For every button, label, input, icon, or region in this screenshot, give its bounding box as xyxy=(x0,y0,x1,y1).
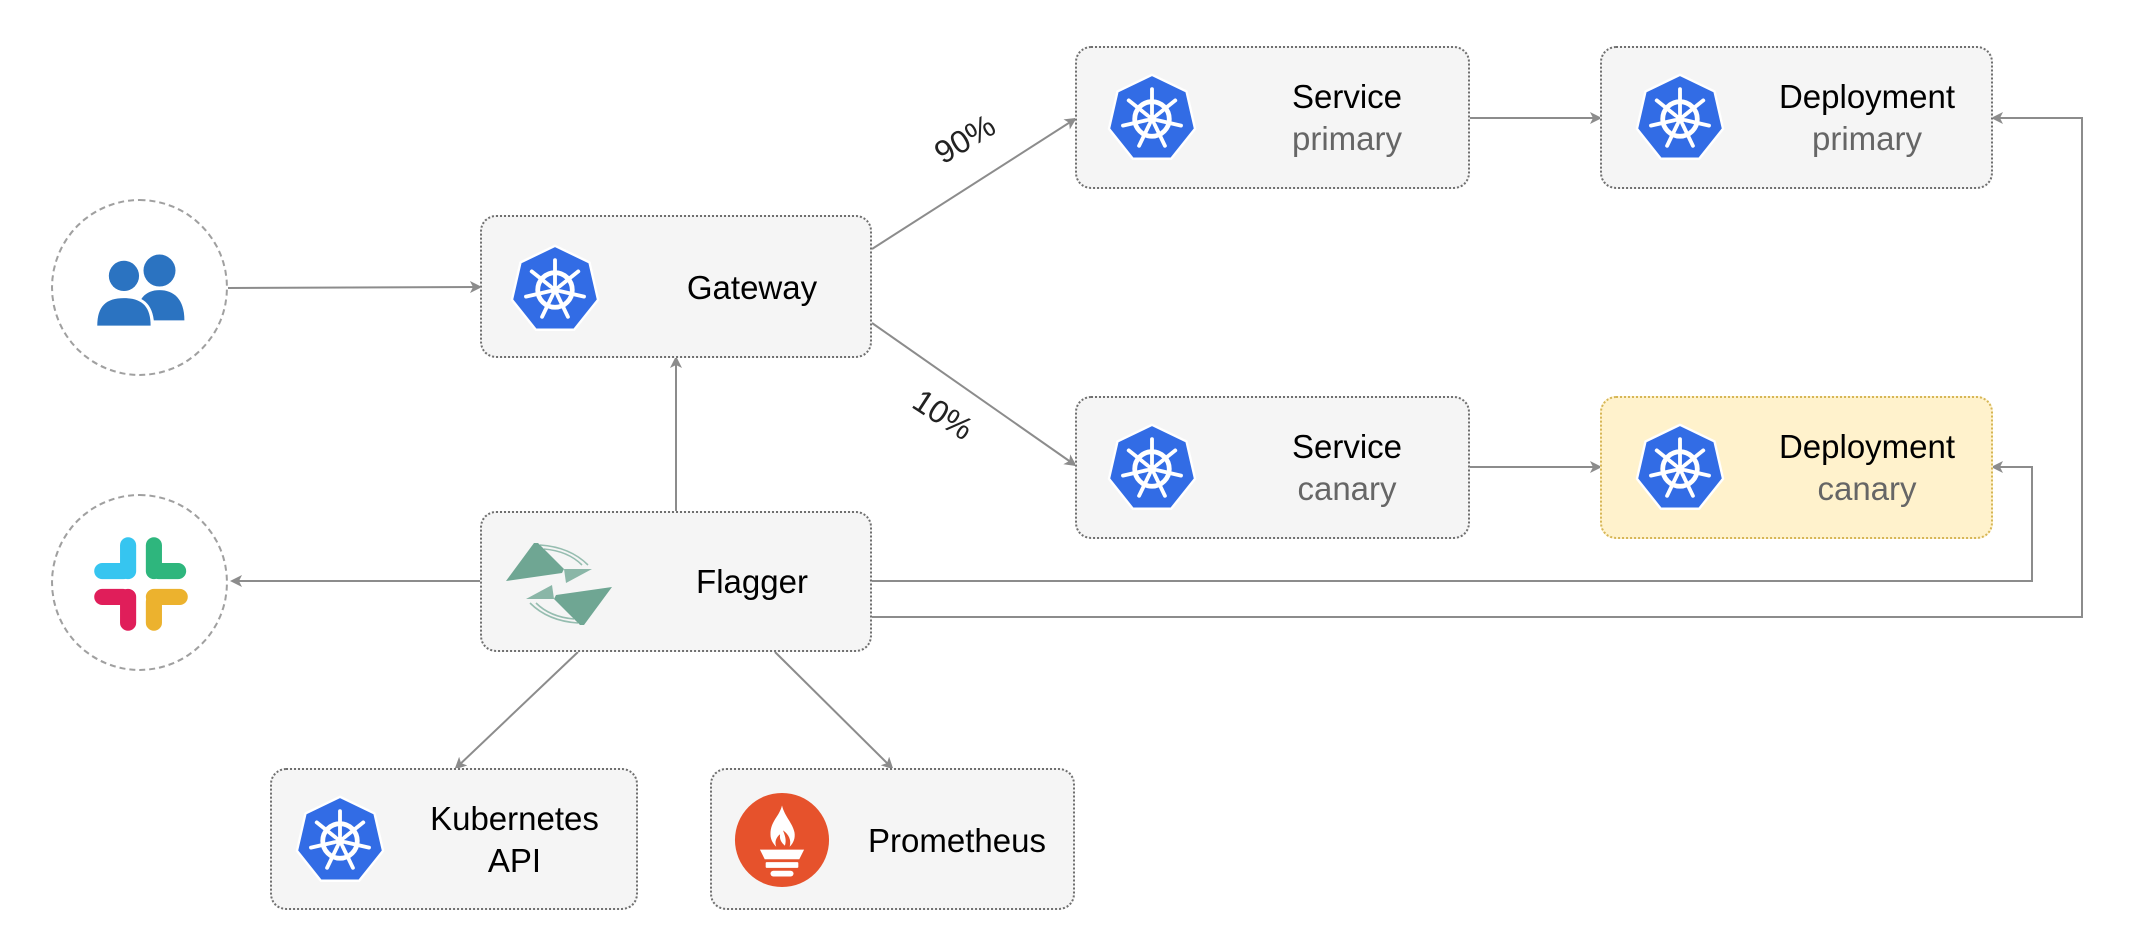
kubernetes-icon xyxy=(295,795,385,882)
kubernetes-icon xyxy=(1107,73,1197,160)
gateway-node: Gateway xyxy=(480,215,872,358)
kubernetes-icon xyxy=(1635,73,1725,160)
users-icon xyxy=(93,254,185,328)
service-canary-title: Service xyxy=(1291,428,1403,465)
edge-gateway-to-service-canary xyxy=(871,322,1077,467)
deployment-primary-title: Deployment xyxy=(1778,78,1956,115)
prometheus-title: Prometheus xyxy=(868,822,1046,859)
edge-gateway-to-service-primary xyxy=(871,117,1077,250)
service-canary-subtitle: canary xyxy=(1297,470,1397,507)
service-primary-subtitle: primary xyxy=(1291,120,1402,157)
kubernetes-api-node: Kubernetes API xyxy=(270,768,638,910)
kubernetes-api-subtitle: API xyxy=(487,842,542,879)
users-node xyxy=(51,199,228,376)
deployment-primary-node: Deployment primary xyxy=(1600,46,1993,189)
service-canary-node: Service canary xyxy=(1075,396,1470,539)
flagger-icon xyxy=(506,543,612,625)
service-primary-title: Service xyxy=(1291,78,1403,115)
deployment-canary-subtitle: canary xyxy=(1817,470,1917,507)
kubernetes-icon xyxy=(1107,423,1197,510)
edge-users-to-gateway xyxy=(227,281,482,294)
prometheus-node: Prometheus xyxy=(710,768,1075,910)
service-primary-node: Service primary xyxy=(1075,46,1470,189)
edge-flagger-to-deployment-canary xyxy=(872,461,2033,582)
prometheus-icon xyxy=(734,792,830,888)
deployment-primary-subtitle: primary xyxy=(1811,120,1922,157)
gateway-title: Gateway xyxy=(686,269,818,306)
edge-flagger-to-prometheus xyxy=(774,651,894,770)
deployment-canary-title: Deployment xyxy=(1778,428,1956,465)
kubernetes-icon xyxy=(1635,423,1725,510)
slack-node xyxy=(51,494,228,671)
slack-icon xyxy=(94,537,188,631)
kubernetes-icon xyxy=(510,244,600,331)
flagger-node: Flagger xyxy=(480,511,872,652)
kubernetes-api-title: Kubernetes xyxy=(430,800,599,837)
edge-flagger-to-kubernetes-api xyxy=(454,651,579,770)
flagger-title: Flagger xyxy=(696,563,808,600)
edge-flagger-to-deployment-primary xyxy=(872,112,2083,618)
deployment-canary-node: Deployment canary xyxy=(1600,396,1993,539)
